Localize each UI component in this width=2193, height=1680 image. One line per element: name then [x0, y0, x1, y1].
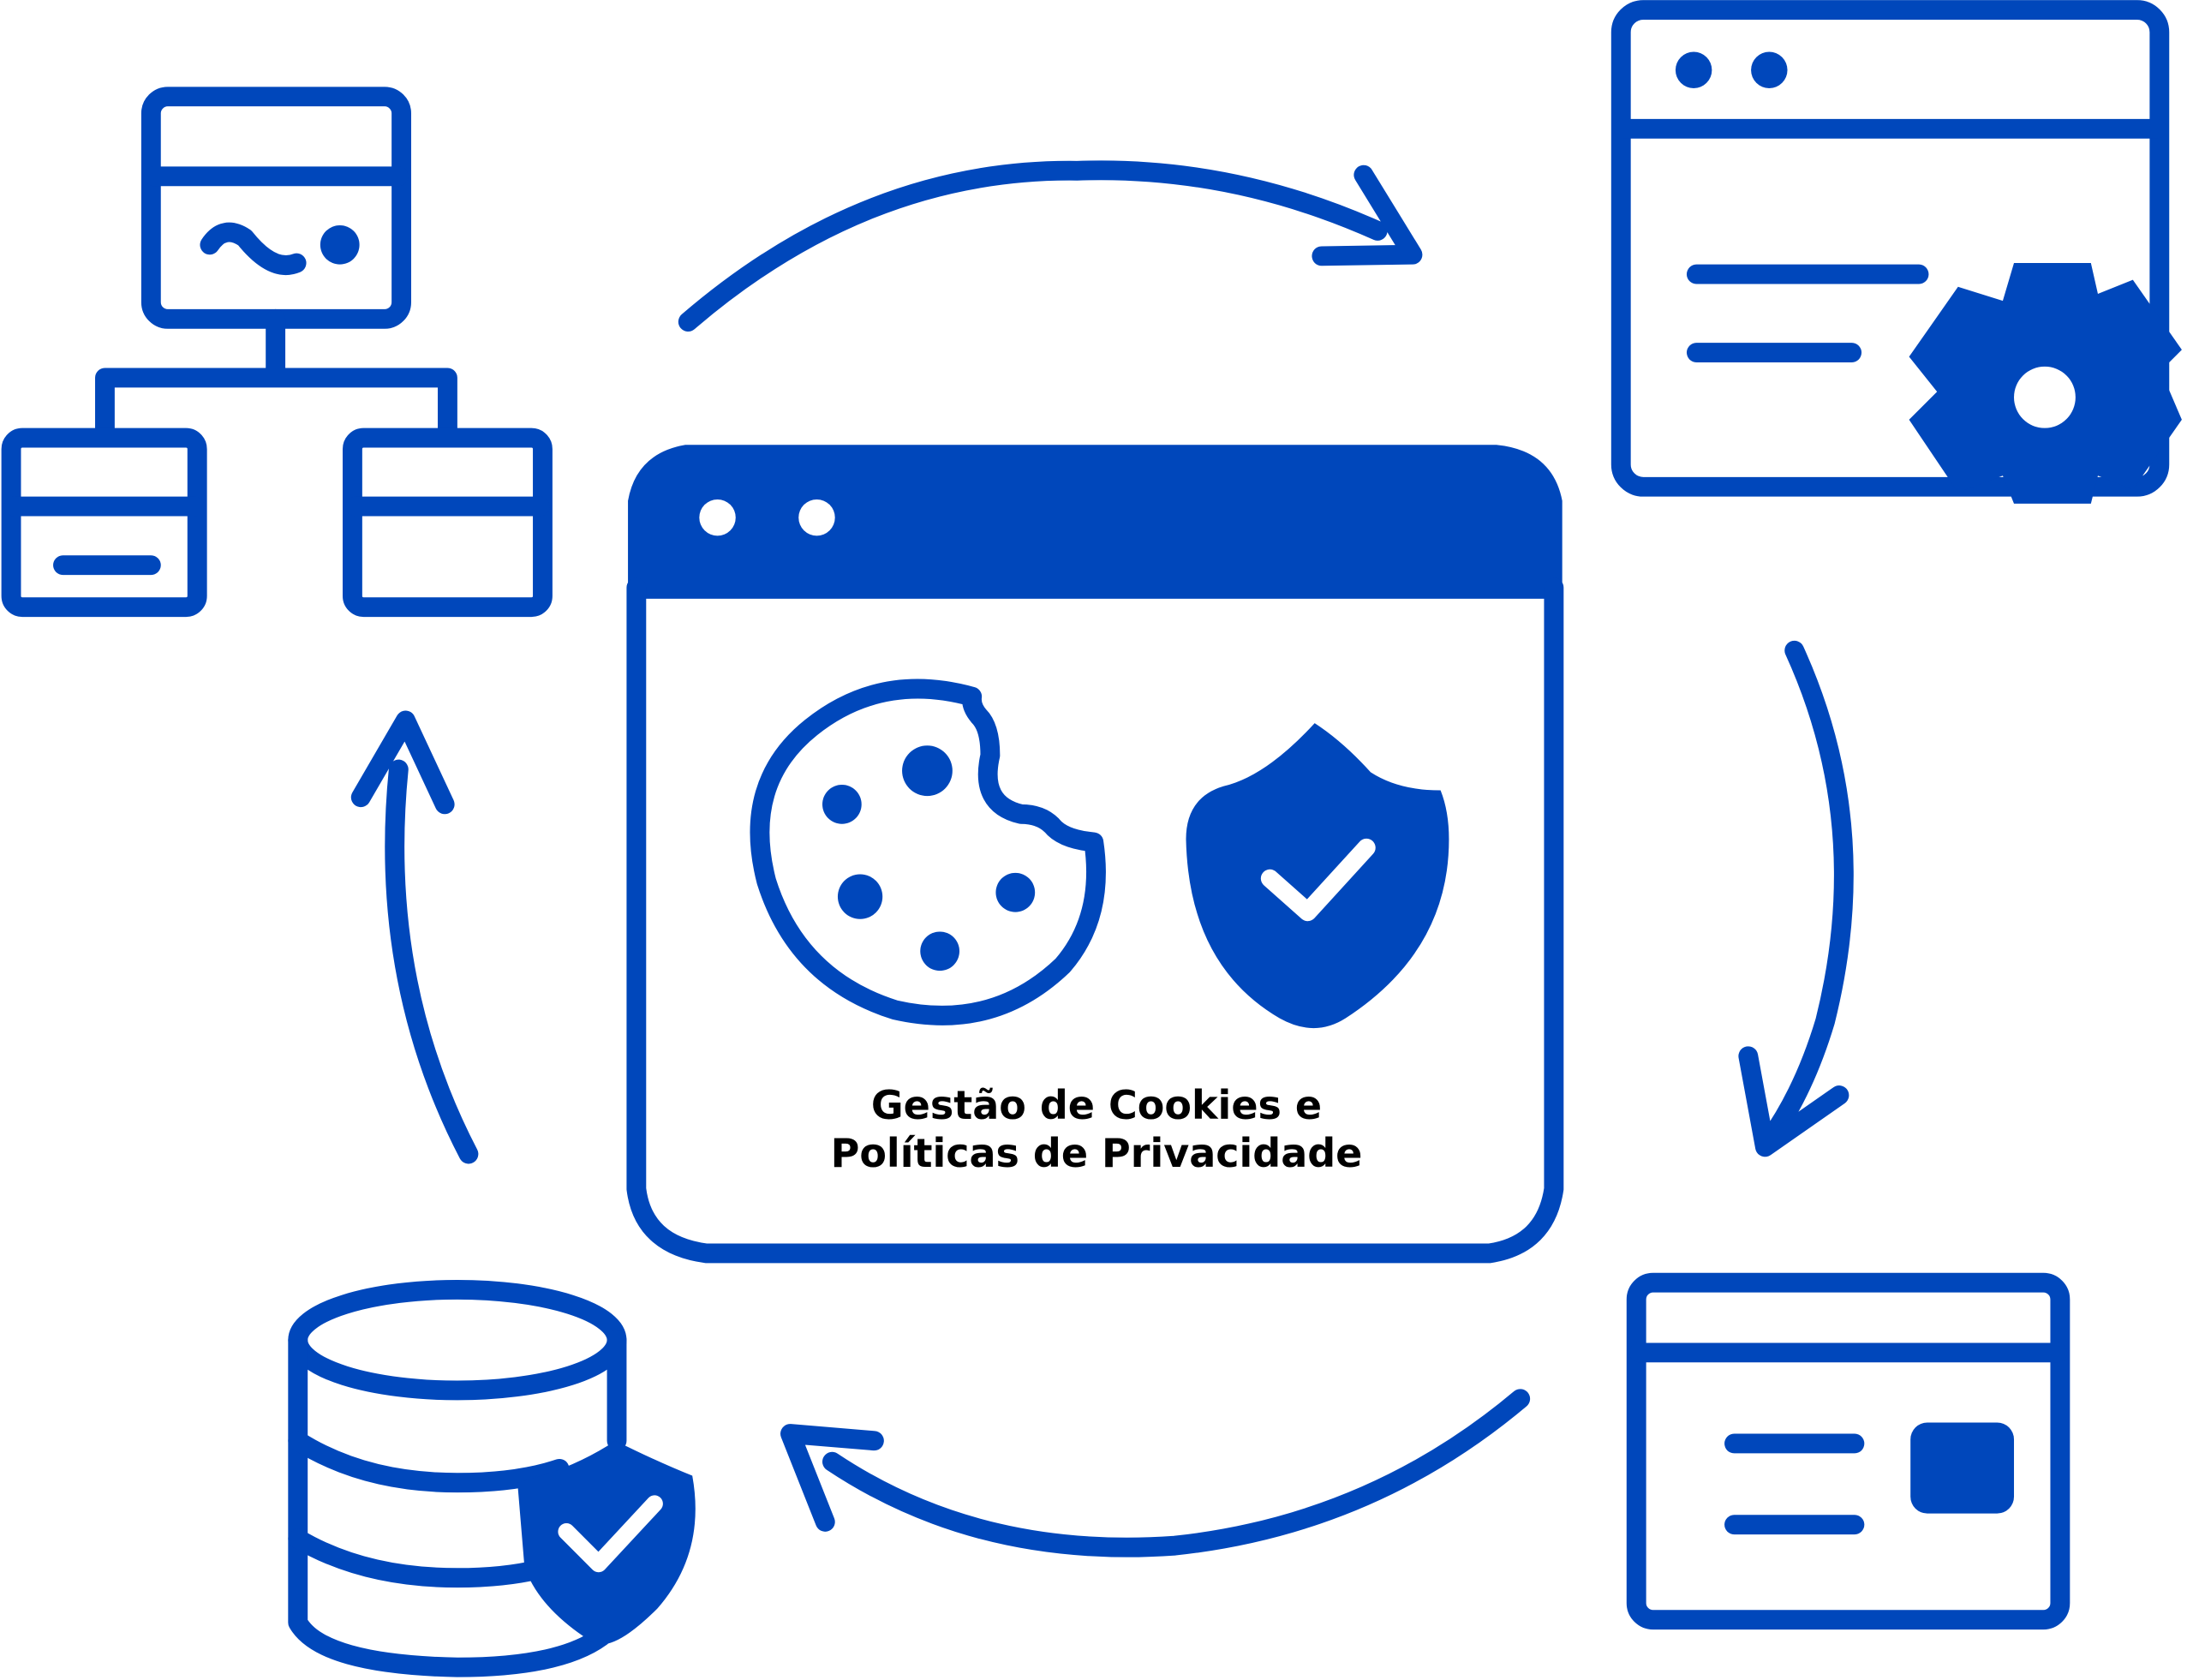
- content-window-icon: [1626, 1272, 2071, 1630]
- shield-check-icon: [1186, 723, 1449, 1029]
- cookie-icon: [750, 679, 1106, 1025]
- browser-window-icon: [626, 445, 1564, 1264]
- sitemap-icon: [1, 87, 553, 618]
- title-line-1: Gestão de Cookies e: [870, 1082, 1323, 1128]
- database-shield-icon: [288, 1279, 696, 1677]
- title-line-2: Políticas de Privacidade: [830, 1130, 1363, 1176]
- settings-window-icon: [1610, 0, 2182, 504]
- cycle-arrow-icon: [350, 160, 1854, 1557]
- diagram-title: Gestão de Cookies e Políticas de Privaci…: [634, 1081, 1559, 1177]
